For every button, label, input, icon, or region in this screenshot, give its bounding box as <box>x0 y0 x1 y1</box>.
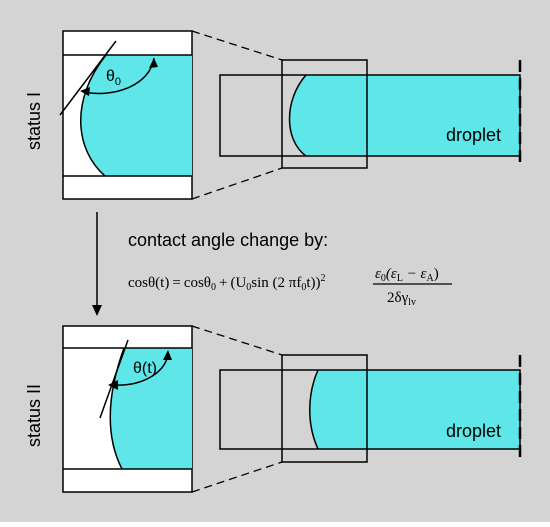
status-one-projection-bottom <box>191 167 283 200</box>
status-two-zoom-liquid <box>110 348 192 469</box>
status-two-tangent-line <box>99 339 129 419</box>
svg-text:2δγlv: 2δγlv <box>387 290 416 308</box>
status-one-tangent-line <box>59 40 117 116</box>
status-one-angle-label: θ0 <box>106 68 121 88</box>
svg-text:ε0(εL − εA): ε0(εL − εA) <box>375 266 439 284</box>
status-one-group: θ0 droplet status I <box>24 30 522 200</box>
caption-text: contact angle change by: <box>128 230 328 250</box>
status-two-channel-liquid <box>309 370 520 449</box>
status-one-meniscus <box>80 54 107 177</box>
status-one-arc-arrowhead-left <box>80 87 90 96</box>
contact-angle-equation: cosθ(t)=cosθ0+(U0sin (2 πf0t))2 ε0(εL − … <box>128 266 452 308</box>
status-one-arc-arrowhead-top <box>149 58 158 68</box>
status-one-label: status I <box>24 92 44 150</box>
status-two-angle-label: θ(t) <box>133 360 157 377</box>
status-two-channel-meniscus <box>309 369 319 450</box>
status-one-projection-top <box>191 30 283 61</box>
status-two-zoom-frame <box>281 354 368 463</box>
status-one-zoom-liquid <box>80 55 192 176</box>
status-one-zoom-frame <box>281 59 368 169</box>
status-one-channel-meniscus <box>288 74 307 157</box>
status-one-droplet-label: droplet <box>446 125 501 145</box>
status-one-channel-liquid <box>289 75 520 156</box>
transition-arrowhead <box>92 305 102 316</box>
status-two-arc-arrowhead-left <box>108 380 118 390</box>
status-two-droplet-label: droplet <box>446 421 501 441</box>
status-two-label: status II <box>24 384 44 447</box>
status-two-projection-top <box>191 325 283 356</box>
status-two-arc-arrowhead-top <box>163 350 172 360</box>
svg-text:cosθ(t)=cosθ0+(U0sin (2 πf0t)): cosθ(t)=cosθ0+(U0sin (2 πf0t))2 <box>128 273 326 293</box>
eq-lhs: cosθ(t) <box>128 275 169 291</box>
status-two-projection-bottom <box>191 461 283 493</box>
status-two-group: θ(t) droplet status II <box>24 325 522 493</box>
